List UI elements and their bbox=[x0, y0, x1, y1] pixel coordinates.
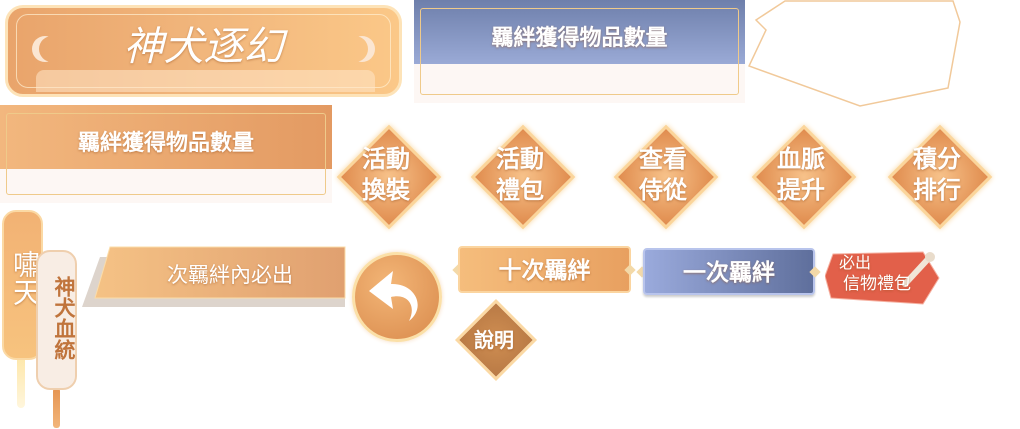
panel-label: 羈絆獲得物品數量 bbox=[77, 130, 254, 156]
button-label: 查看 bbox=[639, 145, 687, 173]
one-pull-button[interactable]: 一次羈絆 bbox=[643, 248, 815, 295]
orange-item-count-panel: 羈絆獲得物品數量 bbox=[0, 105, 332, 203]
tag-bloodline[interactable]: 神犬血統 bbox=[36, 250, 77, 390]
button-label: 說明 bbox=[474, 328, 514, 352]
speech-bubble bbox=[748, 0, 961, 107]
panel-header bbox=[414, 0, 745, 64]
tag-label: 神犬血統 bbox=[52, 276, 77, 360]
panel-body bbox=[414, 64, 745, 103]
guarantee-text: 次羈絆內必出 bbox=[167, 263, 293, 287]
back-arrow-icon bbox=[369, 271, 418, 321]
event-title: 神犬逐幻 bbox=[123, 24, 284, 70]
blue-item-count-panel: 羈絆獲得物品數量 bbox=[414, 0, 745, 103]
title-banner: 神犬逐幻 bbox=[5, 5, 402, 97]
bone-icon bbox=[902, 252, 935, 287]
view-attendant-button[interactable]: 查看侍從 bbox=[613, 112, 719, 236]
tassel bbox=[53, 388, 60, 428]
banner-strip bbox=[36, 70, 375, 92]
points-ranking-button[interactable]: 積分排行 bbox=[887, 112, 993, 236]
bloodline-upgrade-button[interactable]: 血脈提升 bbox=[751, 112, 857, 236]
panel-label: 羈絆獲得物品數量 bbox=[491, 25, 668, 51]
button-label: 換裝 bbox=[362, 176, 410, 204]
panel-header bbox=[0, 105, 332, 169]
badge-shape bbox=[825, 251, 940, 305]
button-label: 侍從 bbox=[639, 176, 687, 204]
panel-frame bbox=[6, 113, 326, 195]
guaranteed-pack-badge: 必出 信物禮包 bbox=[825, 250, 941, 308]
activity-outfit-button[interactable]: 活動換裝 bbox=[336, 112, 442, 236]
badge-line2: 信物禮包 bbox=[843, 274, 911, 294]
button-label: 禮包 bbox=[496, 176, 544, 204]
ten-pull-button[interactable]: 十次羈絆 bbox=[458, 246, 631, 293]
button-label: 血脈 bbox=[777, 145, 825, 173]
button-label: 活動 bbox=[362, 145, 410, 173]
button-label: 排行 bbox=[913, 176, 961, 204]
tassel bbox=[17, 355, 25, 408]
button-label: 提升 bbox=[777, 176, 825, 204]
panel-body bbox=[0, 169, 332, 203]
panel-frame bbox=[420, 8, 739, 95]
button-label: 活動 bbox=[496, 145, 544, 173]
button-label: 積分 bbox=[913, 145, 961, 173]
activity-pack-button[interactable]: 活動禮包 bbox=[470, 112, 576, 236]
back-button[interactable] bbox=[352, 252, 442, 342]
badge-line1: 必出 bbox=[839, 253, 872, 272]
info-button[interactable]: 說明 bbox=[454, 298, 538, 382]
guarantee-banner-bg bbox=[82, 246, 346, 307]
